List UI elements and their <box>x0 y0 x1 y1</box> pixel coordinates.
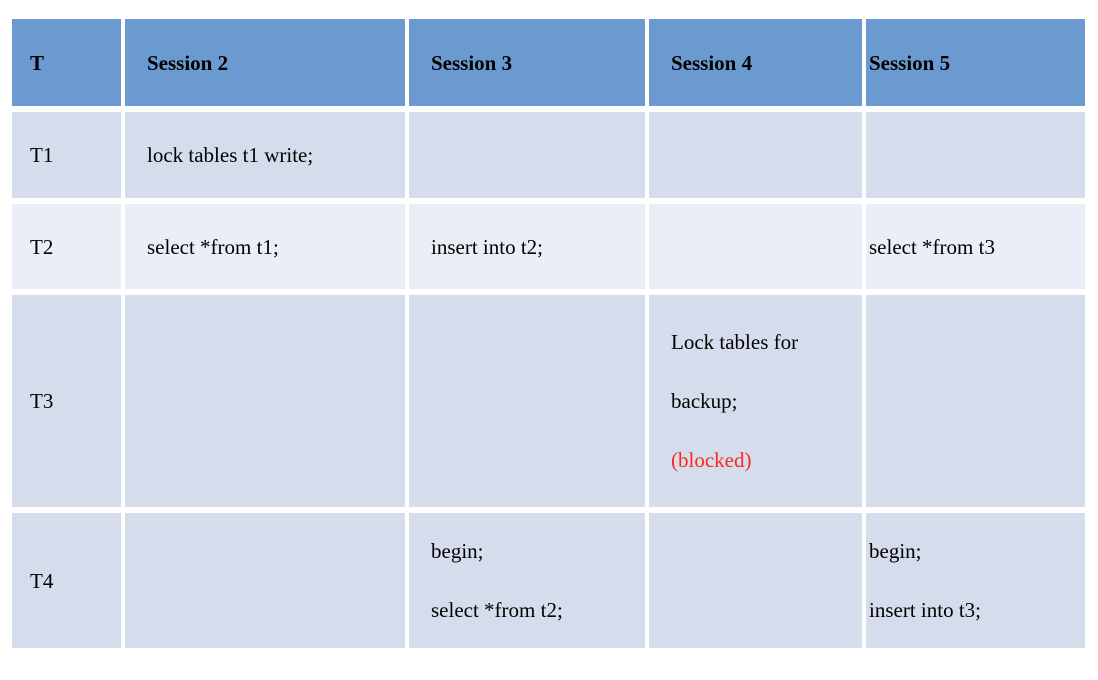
cell-t2-session2: select *from t1; <box>125 204 405 289</box>
table-row-t4: T4 begin; select *from t2; begin; insert… <box>12 513 1085 648</box>
time-cell-t4: T4 <box>12 513 121 648</box>
cell-t4-session4 <box>649 513 862 648</box>
header-row: T Session 2 Session 3 Session 4 Session … <box>12 19 1085 106</box>
sql-line: Lock tables for <box>671 330 799 354</box>
header-cell-session4: Session 4 <box>649 19 862 106</box>
cell-t3-session2 <box>125 295 405 507</box>
time-cell-t2: T2 <box>12 204 121 289</box>
cell-t2-session4 <box>649 204 862 289</box>
sql-line: select *from t2; <box>431 598 563 622</box>
cell-t4-session3: begin; select *from t2; <box>409 513 645 648</box>
cell-t2-session3: insert into t2; <box>409 204 645 289</box>
header-cell-t: T <box>12 19 121 106</box>
sql-line: insert into t3; <box>869 598 981 622</box>
cell-t3-session4: Lock tables for backup; (blocked) <box>649 295 862 507</box>
time-cell-t1: T1 <box>12 112 121 198</box>
table-row-t2: T2 select *from t1; insert into t2; sele… <box>12 204 1085 289</box>
sql-line: select *from t3 <box>869 234 995 259</box>
table-row-t1: T1 lock tables t1 write; <box>12 112 1085 198</box>
cell-t4-session2 <box>125 513 405 648</box>
slide-canvas: T Session 2 Session 3 Session 4 Session … <box>0 13 1098 680</box>
session-lock-table: T Session 2 Session 3 Session 4 Session … <box>8 13 1089 654</box>
sql-line: backup; <box>671 389 738 413</box>
cell-t1-session4 <box>649 112 862 198</box>
table-row-t3: T3 Lock tables for backup; (blocked) <box>12 295 1085 507</box>
header-cell-session2: Session 2 <box>125 19 405 106</box>
cell-t1-session2: lock tables t1 write; <box>125 112 405 198</box>
sql-line: lock tables t1 write; <box>147 143 314 167</box>
cell-t4-session5: begin; insert into t3; <box>866 513 1085 648</box>
cell-t3-session3 <box>409 295 645 507</box>
cell-t1-session3 <box>409 112 645 198</box>
cell-t3-session5 <box>866 295 1085 507</box>
sql-line: begin; <box>431 539 484 563</box>
sql-line: select *from t1; <box>147 234 279 259</box>
sql-line: insert into t2; <box>431 234 543 259</box>
blocked-status-line: (blocked) <box>671 448 752 472</box>
header-cell-session3: Session 3 <box>409 19 645 106</box>
time-cell-t3: T3 <box>12 295 121 507</box>
sql-line: begin; <box>869 539 922 563</box>
header-cell-session5: Session 5 <box>866 19 1085 106</box>
cell-t2-session5: select *from t3 <box>866 204 1085 289</box>
cell-t1-session5 <box>866 112 1085 198</box>
